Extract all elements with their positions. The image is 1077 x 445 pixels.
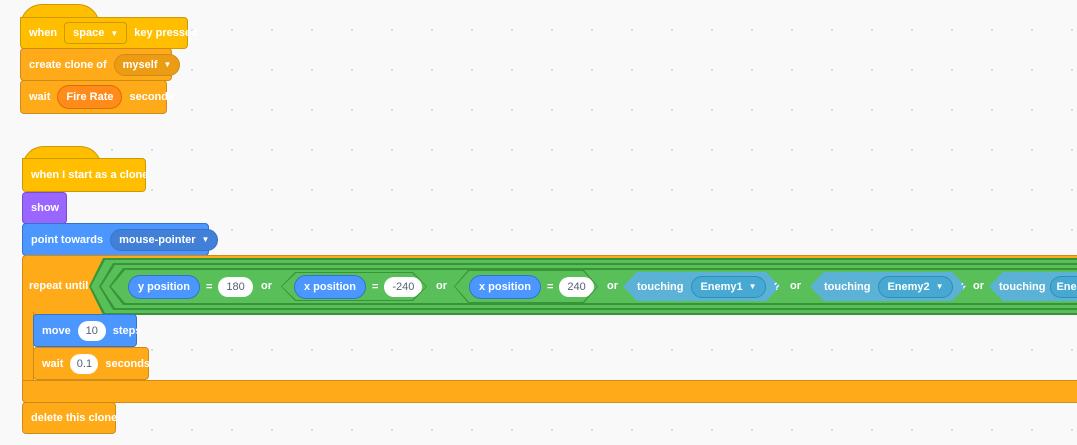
- value-input[interactable]: 180: [218, 277, 252, 297]
- equals-sign: =: [546, 280, 554, 293]
- block-label: seconds: [105, 357, 151, 370]
- dropdown-value: mouse-pointer: [119, 233, 196, 246]
- seconds-input[interactable]: 0.1: [70, 353, 99, 374]
- block-label: seconds: [129, 91, 175, 103]
- key-dropdown[interactable]: space ▼: [64, 22, 128, 44]
- block-label: show: [31, 202, 60, 214]
- block-label: create clone of: [29, 58, 107, 71]
- caret-down-icon: ▼: [935, 282, 944, 291]
- dropdown-value: space: [73, 27, 105, 39]
- equals-operator[interactable]: x position = -240: [282, 273, 426, 300]
- block-label: touching: [824, 280, 871, 293]
- block-label: point towards: [31, 233, 104, 246]
- equals-sign: =: [205, 280, 213, 293]
- when-start-as-clone-block[interactable]: when I start as a clone: [22, 158, 149, 192]
- block-label: when I start as a clone: [31, 169, 149, 181]
- steps-input[interactable]: 10: [77, 320, 106, 341]
- touching-enemy2-block[interactable]: touching Enemy2 ▼ ?: [810, 272, 966, 301]
- equals-sign: =: [371, 280, 379, 293]
- touching-target-dropdown[interactable]: Enemy1 ▼: [691, 276, 765, 298]
- x-position-reporter[interactable]: x position: [469, 275, 541, 299]
- caret-down-icon: ▼: [163, 60, 172, 69]
- caret-down-icon: ▼: [748, 282, 757, 291]
- x-position-reporter[interactable]: x position: [294, 275, 366, 299]
- or-label: or: [607, 280, 618, 292]
- point-towards-block[interactable]: point towards mouse-pointer ▼: [22, 223, 219, 256]
- equals-operator[interactable]: y position = 180: [116, 272, 266, 301]
- wait-block[interactable]: wait 0.1 seconds: [33, 347, 151, 380]
- or-label: or: [790, 280, 801, 292]
- block-label: delete this clone: [31, 412, 118, 424]
- touching-enemy1-block[interactable]: touching Enemy1 ▼ ?: [623, 272, 780, 301]
- touching-target-dropdown[interactable]: Ene: [1050, 275, 1077, 298]
- question-mark: ?: [773, 280, 781, 293]
- value-input[interactable]: 240: [559, 277, 593, 297]
- move-steps-block[interactable]: move 10 steps: [33, 314, 142, 347]
- value-input[interactable]: -240: [384, 277, 422, 297]
- repeat-until-bottom: [22, 380, 1077, 403]
- touching-enemy-block[interactable]: touching Ene: [989, 272, 1077, 301]
- dropdown-value: Enemy1: [700, 280, 743, 293]
- or-label: or: [973, 280, 984, 292]
- when-key-pressed-block[interactable]: when space ▼ key pressed: [20, 17, 198, 49]
- point-target-dropdown[interactable]: mouse-pointer ▼: [110, 228, 219, 251]
- block-label: repeat until: [29, 280, 89, 292]
- show-block[interactable]: show: [22, 192, 67, 224]
- or-label: or: [261, 280, 272, 292]
- block-label: key pressed: [134, 27, 198, 39]
- create-clone-block[interactable]: create clone of myself ▼: [20, 48, 181, 81]
- block-label: steps: [112, 324, 142, 337]
- touching-target-dropdown[interactable]: Enemy2 ▼: [878, 276, 952, 298]
- y-position-reporter[interactable]: y position: [128, 275, 200, 299]
- caret-down-icon: ▼: [201, 235, 210, 244]
- block-label: touching: [999, 280, 1046, 293]
- block-label: move: [42, 324, 71, 337]
- dropdown-value: Ene: [1056, 280, 1077, 293]
- question-mark: ?: [960, 280, 968, 293]
- equals-operator[interactable]: x position = 240: [455, 271, 597, 302]
- block-label: wait: [29, 91, 51, 103]
- caret-down-icon: ▼: [110, 28, 119, 38]
- variable-name: Fire Rate: [66, 91, 114, 103]
- dropdown-value: Enemy2: [887, 280, 930, 293]
- block-label: when: [29, 27, 58, 39]
- delete-clone-block[interactable]: delete this clone: [22, 402, 118, 434]
- block-label: wait: [42, 357, 64, 370]
- block-label: touching: [637, 280, 684, 293]
- wait-block[interactable]: wait Fire Rate seconds: [20, 80, 174, 114]
- fire-rate-variable[interactable]: Fire Rate: [57, 85, 123, 109]
- clone-target-dropdown[interactable]: myself ▼: [113, 53, 181, 76]
- dropdown-value: myself: [122, 58, 158, 71]
- or-label: or: [436, 280, 447, 292]
